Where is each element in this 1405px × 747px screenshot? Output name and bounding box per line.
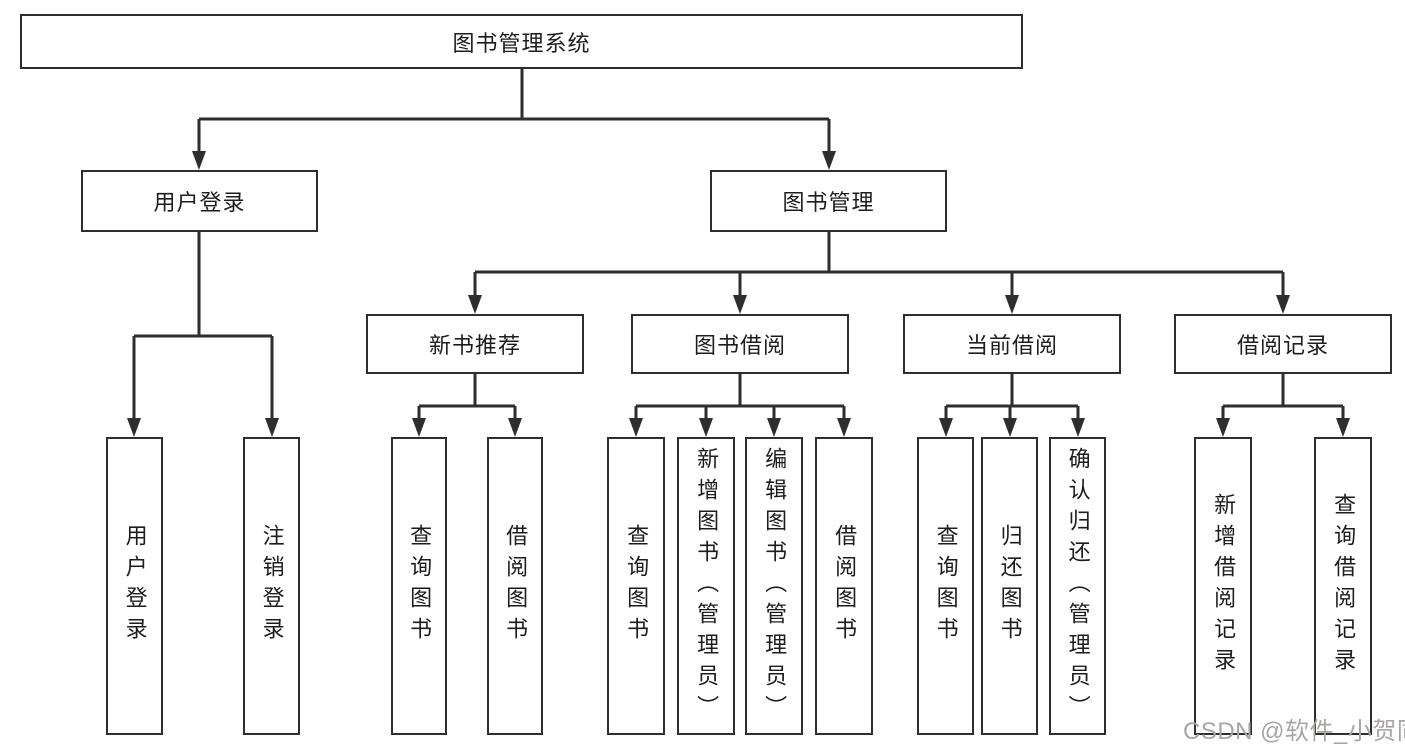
- node-label: 图书管理: [782, 190, 875, 215]
- node-book-management-system: 图书管理系统: [20, 14, 1023, 69]
- node-label: 注销登录: [259, 524, 285, 648]
- connector-root-split: [192, 69, 836, 170]
- node-label: 借阅记录: [1236, 333, 1329, 358]
- node-label: 借阅图书: [503, 524, 529, 648]
- watermark-text: CSDN @软件_小贺同学: [1183, 718, 1405, 745]
- node-book-management: 图书管理: [710, 170, 947, 232]
- node-label: 查询图书: [407, 524, 433, 648]
- leaf-current-return-books: 归还图书: [981, 437, 1038, 735]
- leaf-user-login: 用户登录: [106, 437, 163, 735]
- leaf-borrowing-borrow-books: 借阅图书: [815, 437, 873, 735]
- leaf-borrowing-add-books-admin: 新增图书（管理员）: [677, 437, 735, 735]
- connector-user-login-split: [127, 232, 279, 437]
- node-label: 新增图书（管理员）: [694, 446, 720, 726]
- node-new-book-recommendation: 新书推荐: [366, 314, 584, 374]
- leaf-borrowing-query-books: 查询图书: [607, 437, 665, 735]
- connector-book-management-split: [468, 232, 1290, 314]
- connector-new-book-split: [412, 374, 522, 437]
- node-book-borrowing: 图书借阅: [631, 314, 849, 374]
- leaf-current-confirm-return-admin: 确认归还（管理员）: [1049, 437, 1106, 735]
- leaf-records-query-borrow-record: 查询借阅记录: [1314, 437, 1372, 735]
- node-label: 归还图书: [997, 524, 1023, 648]
- leaf-logout: 注销登录: [243, 437, 300, 735]
- leaf-recommend-borrow-books: 借阅图书: [487, 437, 543, 735]
- node-label: 确认归还（管理员）: [1065, 446, 1091, 726]
- connector-current-borrowing-split: [939, 374, 1085, 437]
- node-label: 用户登录: [122, 524, 148, 648]
- node-label: 查询借阅记录: [1331, 493, 1357, 679]
- node-label: 新书推荐: [428, 333, 521, 358]
- node-label: 新增借阅记录: [1211, 493, 1237, 679]
- node-label: 查询图书: [624, 524, 650, 648]
- connector-book-borrowing-split: [629, 374, 851, 437]
- leaf-current-query-books: 查询图书: [917, 437, 974, 735]
- node-user-login: 用户登录: [81, 170, 318, 232]
- node-current-borrowing: 当前借阅: [903, 314, 1121, 374]
- node-borrowing-records: 借阅记录: [1174, 314, 1392, 374]
- node-label: 编辑图书（管理员）: [762, 446, 788, 726]
- node-label: 用户登录: [153, 190, 246, 215]
- node-label: 查询图书: [933, 524, 959, 648]
- leaf-records-add-borrow-record: 新增借阅记录: [1194, 437, 1252, 735]
- node-label: 图书借阅: [693, 333, 786, 358]
- leaf-borrowing-edit-books-admin: 编辑图书（管理员）: [745, 437, 803, 735]
- node-label: 借阅图书: [832, 524, 858, 648]
- leaf-recommend-query-books: 查询图书: [391, 437, 447, 735]
- connector-borrowing-records-split: [1216, 374, 1350, 437]
- node-label: 当前借阅: [965, 333, 1058, 358]
- node-label: 图书管理系统: [452, 30, 591, 56]
